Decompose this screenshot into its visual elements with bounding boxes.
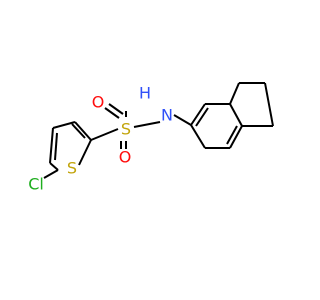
lower-oxygen-label: O <box>119 148 132 167</box>
upper-oxygen-label: O <box>92 93 105 112</box>
sulfonyl-sulfur-label: S <box>121 120 131 139</box>
thiophene-ring-bonds <box>49 121 92 171</box>
chlorine-bond <box>43 169 59 179</box>
molecule-structure: Cl S S O O N H <box>28 82 274 194</box>
thiophene-sulfur-label: S <box>67 159 77 178</box>
sulfonyl-bonds <box>90 103 161 149</box>
amine-to-ring-bond <box>173 114 192 126</box>
indane-benzene-bonds <box>190 103 243 149</box>
cyclopentane-bonds <box>229 82 274 127</box>
amine-hydrogen-label: H <box>139 84 151 103</box>
amine-nitrogen-label: N <box>161 106 173 125</box>
chlorine-atom-label: Cl <box>28 175 44 194</box>
